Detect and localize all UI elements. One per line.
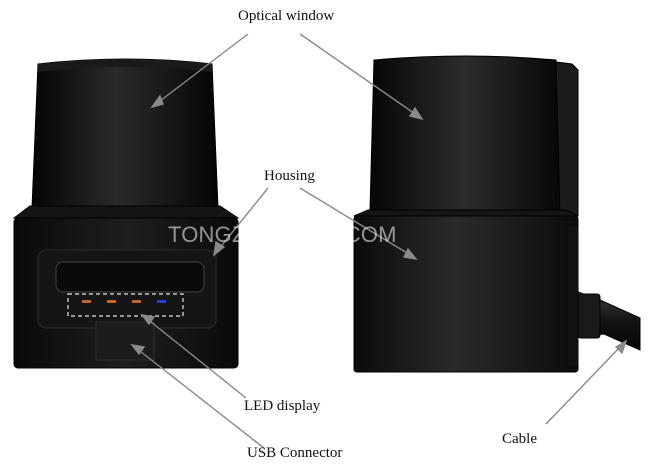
label-cable: Cable (502, 431, 537, 447)
label-usb-connector: USB Connector (247, 445, 343, 461)
label-optical-window: Optical window (238, 8, 335, 24)
watermark-text: TONGZHUTECH.COM (168, 222, 397, 247)
label-led-display: LED display (244, 398, 321, 414)
callout-arrows (130, 33, 628, 449)
label-housing: Housing (264, 168, 315, 184)
side-view-device (353, 55, 641, 373)
front-view-device (12, 58, 240, 369)
